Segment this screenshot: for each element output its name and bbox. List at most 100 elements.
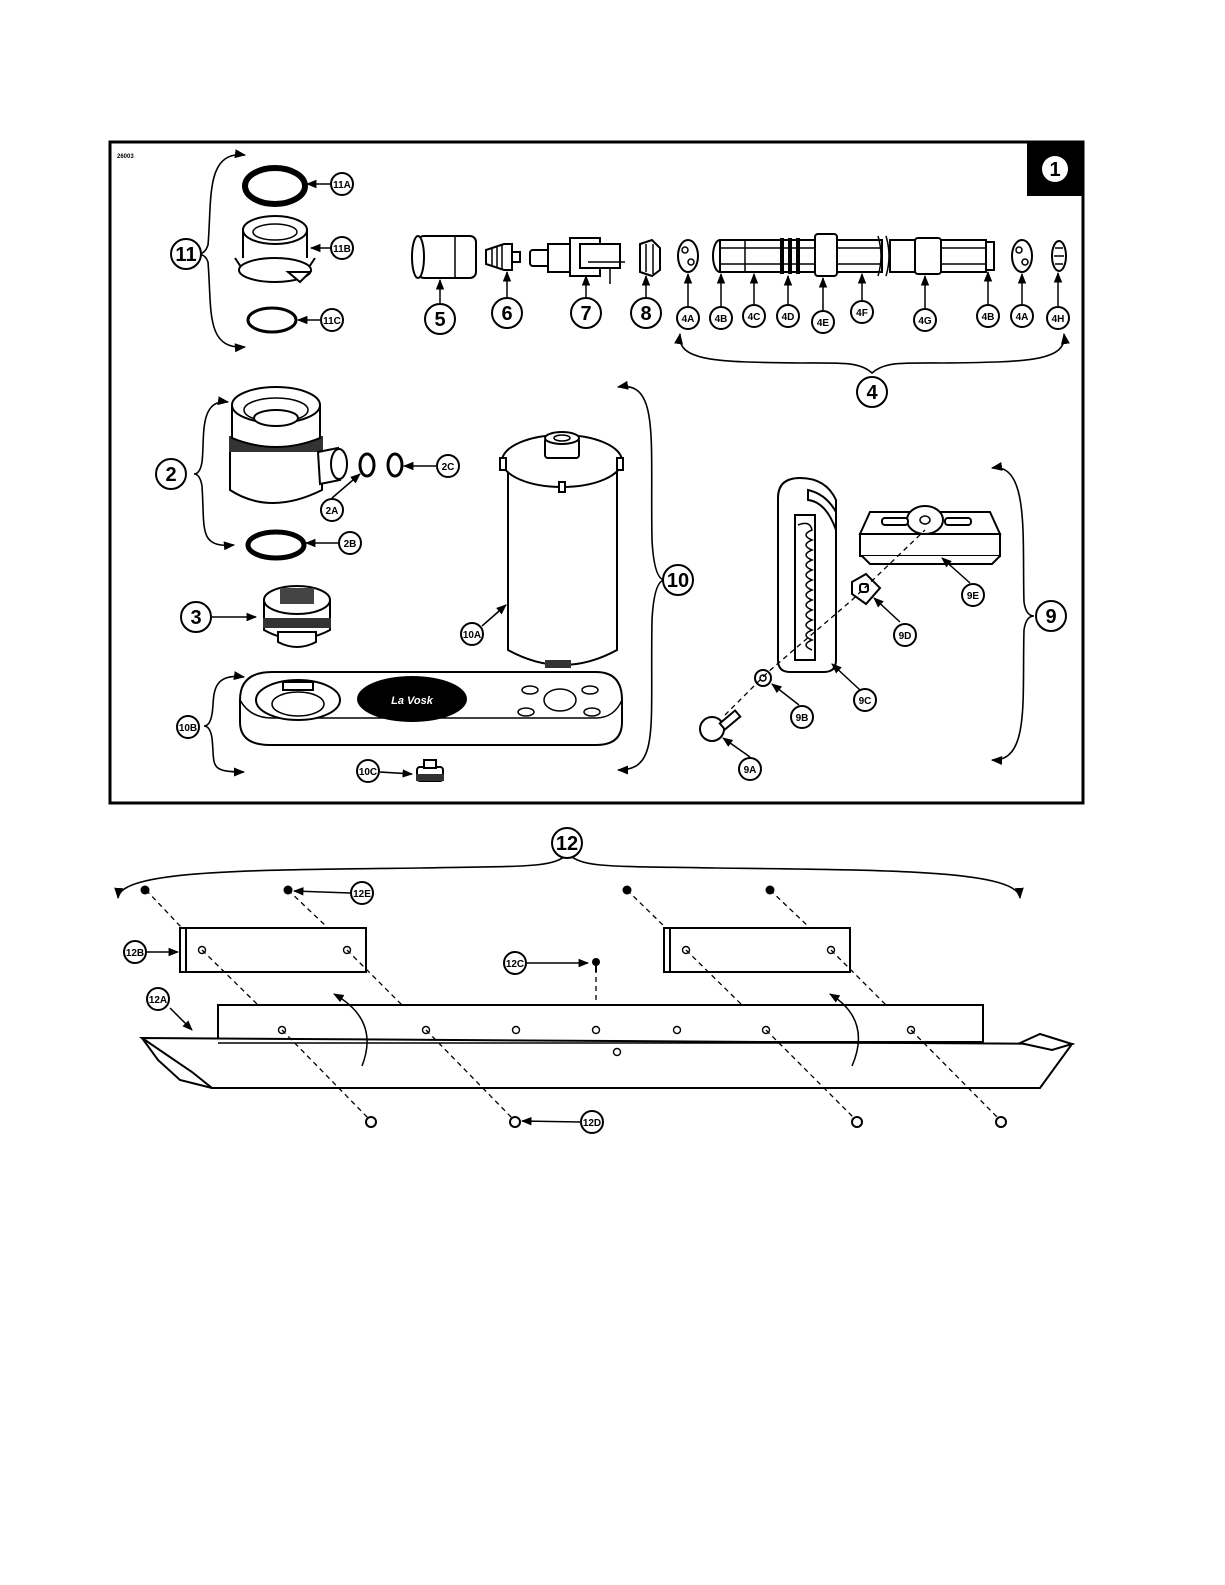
callout-9d: 9D <box>894 624 916 646</box>
callout-4e: 4E <box>812 311 834 333</box>
callout-4a: 4A <box>677 307 699 329</box>
svg-text:1: 1 <box>1049 159 1060 181</box>
callout-12e: 12E <box>351 882 373 904</box>
callout-4b: 4B <box>710 307 732 329</box>
svg-text:8: 8 <box>640 303 651 325</box>
callout-4c: 4C <box>743 305 765 327</box>
callout-9c: 9C <box>854 689 876 711</box>
svg-text:12D: 12D <box>583 1118 601 1129</box>
nuts-12e <box>141 886 775 895</box>
callout-4a-right: 4A <box>1011 305 1033 327</box>
svg-text:10B: 10B <box>179 723 197 734</box>
figure-badge: 1 <box>1027 142 1083 196</box>
svg-text:9E: 9E <box>967 591 980 602</box>
shelf-bracket-12b-left <box>180 928 366 972</box>
end-cap-4a-right <box>1012 240 1032 272</box>
svg-text:La Vosk: La Vosk <box>391 695 434 707</box>
svg-text:11B: 11B <box>333 244 351 255</box>
svg-text:4G: 4G <box>918 316 932 327</box>
water-tank-10a <box>500 432 623 668</box>
cap-5 <box>412 236 476 278</box>
svg-text:12E: 12E <box>353 889 371 900</box>
svg-text:12A: 12A <box>149 995 167 1006</box>
svg-text:2C: 2C <box>442 462 455 473</box>
svg-text:9A: 9A <box>744 765 757 776</box>
callout-2a: 2A <box>321 499 343 521</box>
screen-4h <box>1052 241 1066 271</box>
callout-9e: 9E <box>962 584 984 606</box>
svg-text:4B: 4B <box>715 314 728 325</box>
svg-text:2B: 2B <box>344 539 357 550</box>
svg-text:11: 11 <box>175 244 196 266</box>
callout-12a: 12A <box>147 988 169 1010</box>
callout-10a: 10A <box>461 623 483 645</box>
callout-8: 8 <box>631 298 661 328</box>
svg-text:4C: 4C <box>748 312 761 323</box>
svg-text:12B: 12B <box>126 948 144 959</box>
svg-text:3: 3 <box>190 607 201 629</box>
callout-9a: 9A <box>739 758 761 780</box>
callout-7: 7 <box>571 298 601 328</box>
svg-text:10A: 10A <box>463 630 481 641</box>
svg-text:4F: 4F <box>856 308 868 319</box>
svg-text:5: 5 <box>434 309 445 331</box>
base-tray-10b: La Vosk <box>240 672 622 745</box>
callout-4h: 4H <box>1047 307 1069 329</box>
svg-text:12C: 12C <box>506 959 524 970</box>
adapter-11b <box>235 216 315 282</box>
callout-9b: 9B <box>791 706 813 728</box>
callout-12: 12 <box>552 828 582 858</box>
callout-12b: 12B <box>124 941 146 963</box>
end-cap-4a <box>678 240 698 272</box>
wall-bracket-9e <box>860 506 1000 564</box>
callout-4: 4 <box>857 377 887 407</box>
callout-2c: 2C <box>437 455 459 477</box>
svg-text:7: 7 <box>580 303 591 325</box>
svg-text:10C: 10C <box>359 767 377 778</box>
callout-4b-right: 4B <box>977 305 999 327</box>
callout-4d: 4D <box>777 305 799 327</box>
shelf-bracket-12b-right <box>664 928 850 972</box>
svg-text:9B: 9B <box>796 713 809 724</box>
tray-logo: La Vosk <box>357 676 467 722</box>
callout-12c: 12C <box>504 952 526 974</box>
callout-11c: 11C <box>321 309 343 331</box>
callout-4g: 4G <box>914 309 936 331</box>
svg-text:4A: 4A <box>682 314 695 325</box>
svg-text:12: 12 <box>556 833 578 855</box>
callout-10b: 10B <box>177 716 199 738</box>
svg-text:4A: 4A <box>1016 312 1029 323</box>
hanger-9c <box>778 478 836 672</box>
cartridge-body-4 <box>713 234 994 276</box>
svg-text:2A: 2A <box>326 506 339 517</box>
washer-9b <box>755 670 771 686</box>
svg-text:4B: 4B <box>982 312 995 323</box>
screw-12c <box>592 958 600 972</box>
part-group-12: 12 12E 12B 12C 12A 12D <box>118 828 1072 1133</box>
svg-text:9: 9 <box>1045 606 1056 628</box>
callout-10: 10 <box>663 565 693 595</box>
o-rings-4d <box>780 238 800 274</box>
filter-cage-8 <box>640 240 660 276</box>
shelf-tray-12a <box>142 1005 1072 1088</box>
callout-4f: 4F <box>851 301 873 323</box>
callout-11: 11 <box>171 239 201 269</box>
callout-11a: 11A <box>331 173 353 195</box>
svg-text:6: 6 <box>501 303 512 325</box>
screws-12d <box>366 1117 1006 1127</box>
callout-2: 2 <box>156 459 186 489</box>
svg-text:10: 10 <box>667 570 689 592</box>
svg-text:2: 2 <box>165 464 176 486</box>
svg-text:4D: 4D <box>782 312 795 323</box>
svg-text:9C: 9C <box>859 696 872 707</box>
callout-9: 9 <box>1036 601 1066 631</box>
callout-11b: 11B <box>331 237 353 259</box>
svg-text:11C: 11C <box>323 316 341 327</box>
svg-text:4: 4 <box>866 382 878 404</box>
callout-6: 6 <box>492 298 522 328</box>
callout-2b: 2B <box>339 532 361 554</box>
svg-text:11A: 11A <box>333 180 351 191</box>
svg-text:9D: 9D <box>899 631 912 642</box>
svg-text:4H: 4H <box>1052 314 1065 325</box>
